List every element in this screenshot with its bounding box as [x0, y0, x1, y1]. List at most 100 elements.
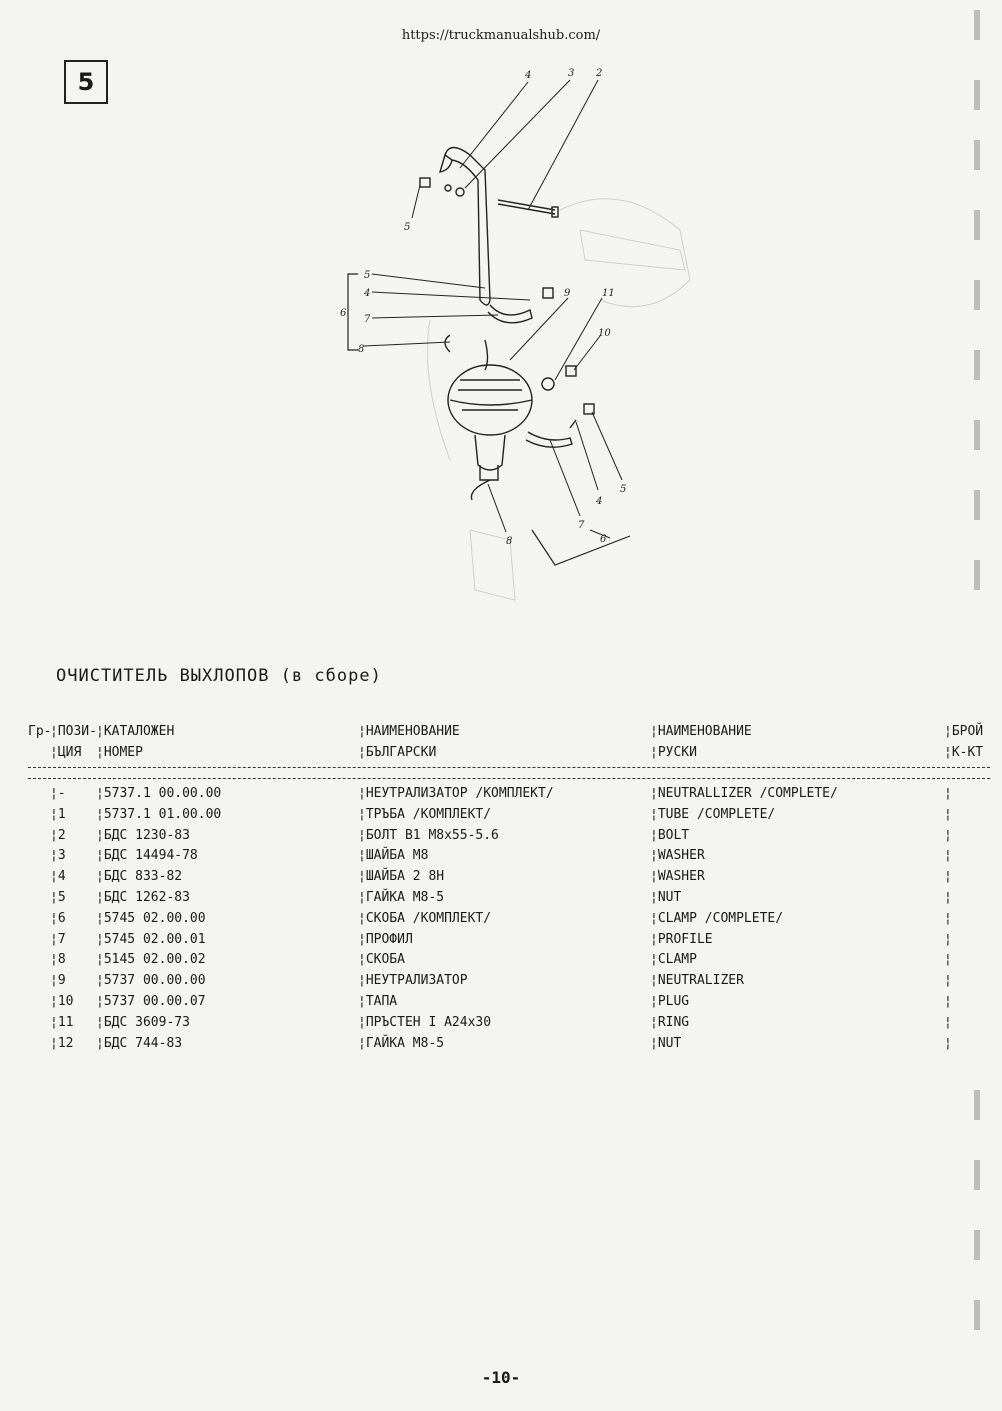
header-group: Гр-: [28, 724, 52, 739]
cell-name-bulgarian: ¦СКОБА: [358, 952, 405, 968]
cell-catalog-number: ¦5737 00.00.00: [96, 973, 206, 989]
table-row: ¦8¦5145 02.00.02¦СКОБА¦CLAMP¦: [28, 950, 990, 971]
callout-label: 11: [602, 288, 615, 299]
binding-mark: [974, 80, 980, 110]
cell-name-russian: ¦PROFILE: [650, 931, 713, 947]
cell-quantity: ¦: [944, 806, 952, 822]
cell-name-bulgarian: ¦ПРЪСТЕН I А24x30: [358, 1014, 492, 1030]
cell-quantity: ¦: [944, 1014, 952, 1030]
cell-quantity: ¦: [944, 993, 952, 1009]
cell-name-bulgarian: ¦НЕУТРАЛИЗАТОР: [358, 973, 468, 989]
cell-name-bulgarian: ¦БОЛТ В1 М8x55-5.6: [358, 827, 499, 843]
cell-name-russian: ¦NEUTRALLIZER /COMPLETE/: [650, 786, 838, 801]
neutralizer-body: [447, 339, 533, 481]
leader-lines: [363, 79, 623, 539]
table-row: ¦4¦БДС 833-82¦ШАЙБА 2 8Н¦WASHER¦: [28, 867, 990, 888]
cell-position: ¦4: [50, 869, 66, 885]
table-row: ¦7¦5745 02.00.01¦ПРОФИЛ¦PROFILE¦: [28, 930, 990, 951]
binding-mark: [974, 420, 980, 450]
page-footer-number: -10-: [481, 1368, 521, 1387]
cell-position: ¦-: [50, 786, 66, 801]
header-separator: [28, 767, 990, 779]
binding-mark: [974, 1160, 980, 1190]
washer-4: [444, 184, 452, 192]
callout-label: 6: [340, 308, 347, 319]
callout-label: 5: [364, 270, 370, 281]
cell-position: ¦10: [50, 993, 74, 1009]
cell-name-bulgarian: ¦СКОБА /КОМПЛЕКТ/: [358, 910, 492, 926]
table-row: ¦9¦5737 00.00.00¦НЕУТРАЛИЗАТОР¦NEUTRALIZ…: [28, 971, 990, 992]
table-row: ¦12¦БДС 744-83¦ГАЙКА М8-5¦NUT¦: [28, 1034, 990, 1055]
callout-label: 2: [595, 68, 602, 79]
binding-mark: [974, 140, 980, 170]
cell-catalog-number: ¦5145 02.00.02: [96, 952, 206, 968]
table-row: ¦11¦БДС 3609-73¦ПРЪСТЕН I А24x30¦RING¦: [28, 1013, 990, 1034]
cell-quantity: ¦: [944, 869, 952, 885]
table-body: ¦- ¦5737.1 00.00.00 ¦НЕУТРАЛИЗАТОР /КОМПЛЕ…: [28, 784, 990, 1054]
callout-label: 6: [600, 534, 607, 545]
cell-catalog-number: ¦БДС 1230-83: [96, 827, 190, 843]
cell-catalog-number: ¦5737.1 01.00.00: [96, 806, 222, 822]
cell-position: ¦1: [50, 806, 66, 822]
cell-catalog-number: ¦5737.1 00.00.00: [96, 786, 222, 801]
header-position: ¦ПОЗИ- ¦ЦИЯ: [50, 724, 97, 760]
header-name-russian: ¦НАИМЕНОВАНИЕ ¦РУСКИ: [650, 724, 752, 760]
cell-name-bulgarian: ¦НЕУТРАЛИЗАТОР /КОМПЛЕКТ/: [358, 786, 554, 801]
binding-mark: [974, 10, 980, 40]
cell-catalog-number: ¦БДС 1262-83: [96, 889, 190, 905]
cell-quantity: ¦: [944, 952, 952, 968]
cell-name-russian: ¦WASHER: [650, 848, 705, 864]
cell-name-bulgarian: ¦ШАЙБА 2 8Н: [358, 869, 445, 885]
cell-catalog-number: ¦БДС 3609-73: [96, 1014, 190, 1030]
binding-mark: [974, 490, 980, 520]
lower-clamp: [470, 403, 595, 501]
table-header: Гр- ¦ПОЗИ- ¦ЦИЯ ¦КАТАЛОЖЕН ¦НОМЕР ¦НАИМЕ…: [28, 722, 990, 764]
cell-quantity: ¦: [944, 786, 952, 801]
cell-quantity: ¦: [944, 889, 952, 905]
callout-label: 4: [524, 70, 531, 81]
callout-label: 3: [568, 68, 574, 79]
callout-label: 7: [364, 314, 371, 325]
cell-catalog-number: ¦5745 02.00.01: [96, 931, 206, 947]
cell-catalog-number: ¦5737 00.00.07: [96, 993, 206, 1009]
table-row: ¦3¦БДС 14494-78¦ШАЙБА М8¦WASHER¦: [28, 846, 990, 867]
callout-label: 4: [595, 496, 602, 507]
cell-name-russian: ¦NUT: [650, 1035, 682, 1051]
bolt: [497, 199, 559, 218]
cell-name-russian: ¦WASHER: [650, 869, 705, 885]
cell-position: ¦12: [50, 1035, 74, 1051]
cell-position: ¦7: [50, 931, 66, 947]
cell-quantity: ¦: [944, 848, 952, 864]
bracket-6-top: [347, 273, 358, 351]
cell-position: ¦5: [50, 889, 66, 905]
parts-table: Гр- ¦ПОЗИ- ¦ЦИЯ ¦КАТАЛОЖЕН ¦НОМЕР ¦НАИМЕ…: [28, 722, 990, 1054]
cell-name-bulgarian: ¦ГАЙКА М8-5: [358, 889, 445, 905]
cell-name-bulgarian: ¦ШАЙБА М8: [358, 848, 429, 864]
cell-name-russian: ¦RING: [650, 1014, 690, 1030]
nut-5: [419, 177, 431, 188]
cell-position: ¦2: [50, 827, 66, 843]
cell-quantity: ¦: [944, 1035, 952, 1051]
callout-labels: 4 3 2 5 5 4 7 6 8 9 11 10 5 4 7 6 8: [340, 68, 626, 547]
table-row: ¦2¦БДС 1230-83¦БОЛТ В1 М8x55-5.6¦BOLT¦: [28, 826, 990, 847]
cell-catalog-number: ¦БДС 14494-78: [96, 848, 198, 864]
callout-label: 8: [506, 536, 512, 547]
plug-and-ring: [541, 365, 577, 391]
table-row: ¦- ¦5737.1 00.00.00 ¦НЕУТРАЛИЗАТОР /КОМПЛЕ…: [28, 784, 990, 805]
table-row: ¦1¦5737.1 01.00.00¦ТРЪБА /КОМПЛЕКТ/¦TUBE…: [28, 805, 990, 826]
cell-quantity: ¦: [944, 827, 952, 843]
table-row: ¦5¦БДС 1262-83¦ГАЙКА М8-5¦NUT¦: [28, 888, 990, 909]
assembly-title: ОЧИСТИТЕЛЬ ВЫХЛОПОВ (в сборе): [56, 666, 382, 686]
header-name-bulgarian: ¦НАИМЕНОВАНИЕ ¦БЪЛГАРСКИ: [358, 724, 460, 760]
ghost-drawing: [427, 198, 691, 601]
callout-label: 8: [358, 344, 364, 355]
header-catalog-number: ¦КАТАЛОЖЕН ¦НОМЕР: [96, 724, 175, 760]
cell-name-russian: ¦CLAMP /COMPLETE/: [650, 910, 784, 926]
cell-quantity: ¦: [944, 931, 952, 947]
callout-label: 7: [578, 520, 585, 531]
binding-mark: [974, 560, 980, 590]
page-number-box: 5: [64, 60, 108, 104]
table-row: ¦6¦5745 02.00.00¦СКОБА /КОМПЛЕКТ/¦CLAMP …: [28, 909, 990, 930]
callout-label: 5: [620, 484, 626, 495]
cell-name-bulgarian: ¦ГАЙКА М8-5: [358, 1035, 445, 1051]
